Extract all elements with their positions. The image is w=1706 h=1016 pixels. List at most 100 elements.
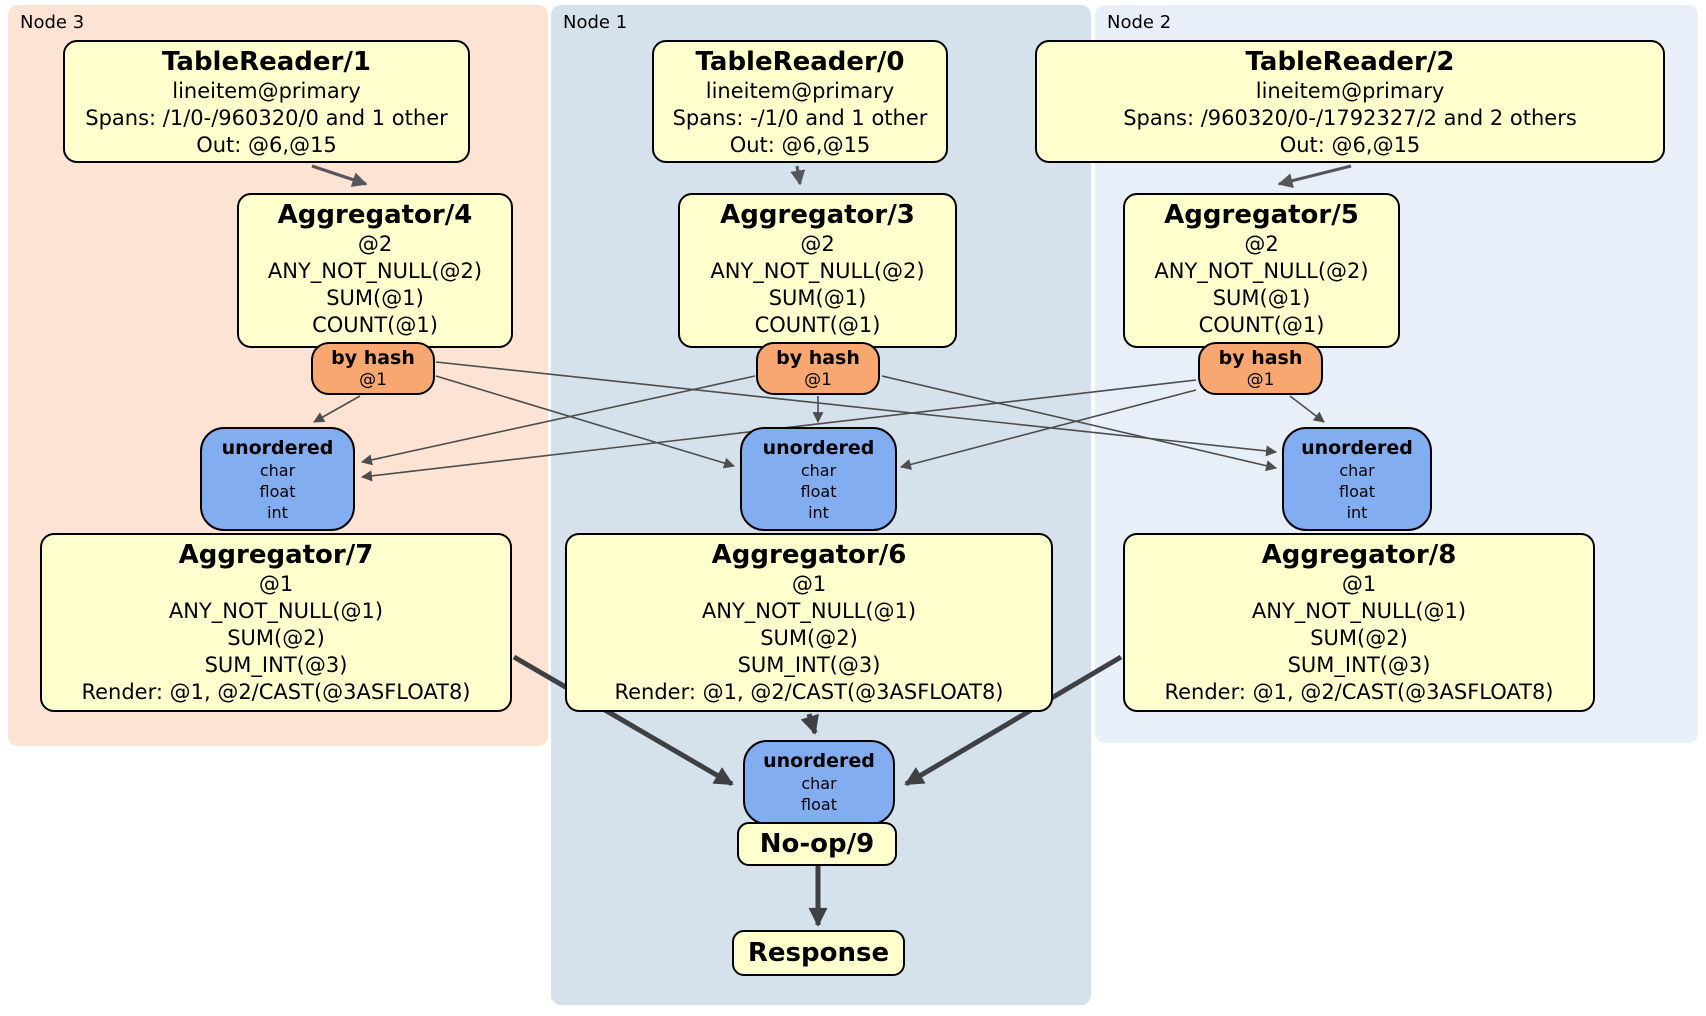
sync-node3-stream: char xyxy=(259,461,296,480)
unordered-sync-final: unordered char float xyxy=(743,740,895,825)
sync-node2-stream: float xyxy=(1339,482,1375,501)
edge-tr1-agg4 xyxy=(311,164,368,187)
sync-node3-stream: float xyxy=(259,482,296,501)
aggregator-5-groupcol: @2 xyxy=(1244,232,1279,256)
aggregator-4-fn1: ANY_NOT_NULL(@2) xyxy=(267,259,483,283)
aggregator-6-title: Aggregator/6 xyxy=(711,540,907,570)
edge-hash2-sync1 xyxy=(899,389,1197,470)
router-node3-detail: @1 xyxy=(359,370,387,390)
aggregator-3-fn2: SUM(@1) xyxy=(768,286,867,310)
response-title: Response xyxy=(747,938,890,968)
tablereader-1-title: TableReader/1 xyxy=(162,47,371,77)
tablereader-1-box: TableReader/1 lineitem@primary Spans: /1… xyxy=(63,40,470,163)
noop-9-box: No-op/9 xyxy=(737,822,897,866)
aggregator-3-groupcol: @2 xyxy=(800,232,835,256)
tablereader-2-index: lineitem@primary xyxy=(1255,79,1445,103)
aggregator-4-title: Aggregator/4 xyxy=(277,200,473,230)
edge-agg7-final xyxy=(512,654,734,787)
sync-node3-title: unordered xyxy=(221,437,334,459)
aggregator-7-box: Aggregator/7 @1 ANY_NOT_NULL(@1) SUM(@2)… xyxy=(40,533,512,712)
aggregator-4-groupcol: @2 xyxy=(357,232,393,256)
aggregator-7-render: Render: @1, @2/CAST(@3ASFLOAT8) xyxy=(81,680,471,704)
sync-node2-title: unordered xyxy=(1301,437,1413,459)
aggregator-5-fn3: COUNT(@1) xyxy=(1198,313,1325,337)
sync-node3-stream: int xyxy=(267,503,288,522)
tablereader-2-box: TableReader/2 lineitem@primary Spans: /9… xyxy=(1035,40,1665,163)
aggregator-7-fn1: ANY_NOT_NULL(@1) xyxy=(168,599,384,623)
aggregator-3-fn1: ANY_NOT_NULL(@2) xyxy=(710,259,925,283)
aggregator-6-box: Aggregator/6 @1 ANY_NOT_NULL(@1) SUM(@2)… xyxy=(565,533,1053,712)
tablereader-0-spans: Spans: -/1/0 and 1 other xyxy=(672,106,928,130)
aggregator-5-fn1: ANY_NOT_NULL(@2) xyxy=(1154,259,1369,283)
edge-hash1-sync2 xyxy=(881,375,1278,472)
aggregator-3-fn3: COUNT(@1) xyxy=(754,313,881,337)
aggregator-3-title: Aggregator/3 xyxy=(720,200,915,230)
node2-label: Node 2 xyxy=(1107,12,1172,33)
sync-node2-stream: int xyxy=(1346,503,1368,522)
node3-label: Node 3 xyxy=(20,12,85,33)
aggregator-4-box: Aggregator/4 @2 ANY_NOT_NULL(@2) SUM(@1)… xyxy=(237,193,513,348)
tablereader-0-index: lineitem@primary xyxy=(705,79,895,103)
tablereader-1-spans: Spans: /1/0-/960320/0 and 1 other xyxy=(85,106,448,130)
sync-final-stream: char xyxy=(801,774,837,793)
edge-hash3-sync3 xyxy=(313,395,361,423)
unordered-sync-node2: unordered char float int xyxy=(1282,427,1432,531)
edge-tr0-agg3 xyxy=(790,165,806,186)
sync-final-stream: float xyxy=(801,795,837,814)
aggregator-8-groupcol: @1 xyxy=(1341,572,1377,596)
aggregator-7-fn2: SUM(@2) xyxy=(227,626,325,650)
aggregator-7-fn3: SUM_INT(@3) xyxy=(204,653,348,677)
tablereader-0-title: TableReader/0 xyxy=(695,47,905,77)
aggregator-6-fn2: SUM(@2) xyxy=(760,626,858,650)
by-hash-router-node3: by hash @1 xyxy=(311,342,435,395)
aggregator-4-fn3: COUNT(@1) xyxy=(312,313,438,337)
aggregator-5-title: Aggregator/5 xyxy=(1164,200,1359,230)
tablereader-0-out: Out: @6,@15 xyxy=(729,133,871,157)
aggregator-8-fn3: SUM_INT(@3) xyxy=(1287,653,1431,677)
by-hash-router-node1: by hash @1 xyxy=(756,342,880,395)
aggregator-8-box: Aggregator/8 @1 ANY_NOT_NULL(@1) SUM(@2)… xyxy=(1123,533,1595,712)
tablereader-1-out: Out: @6,@15 xyxy=(196,133,337,157)
aggregator-6-render: Render: @1, @2/CAST(@3ASFLOAT8) xyxy=(614,680,1004,704)
router-node3-title: by hash xyxy=(331,347,415,369)
aggregator-8-fn1: ANY_NOT_NULL(@1) xyxy=(1251,599,1467,623)
aggregator-8-render: Render: @1, @2/CAST(@3ASFLOAT8) xyxy=(1164,680,1554,704)
tablereader-2-spans: Spans: /960320/0-/1792327/2 and 2 others xyxy=(1123,106,1577,130)
unordered-sync-node3: unordered char float int xyxy=(200,427,355,531)
aggregator-4-fn2: SUM(@1) xyxy=(326,286,424,310)
response-box: Response xyxy=(732,930,905,976)
edge-tr2-agg5 xyxy=(1277,164,1352,189)
aggregator-5-box: Aggregator/5 @2 ANY_NOT_NULL(@2) SUM(@1)… xyxy=(1123,193,1400,348)
sync-node1-stream: char xyxy=(800,461,837,480)
tablereader-1-index: lineitem@primary xyxy=(172,79,361,103)
tablereader-2-title: TableReader/2 xyxy=(1245,47,1455,77)
router-node1-title: by hash xyxy=(776,347,860,369)
aggregator-6-fn3: SUM_INT(@3) xyxy=(737,653,881,677)
edge-hash1-sync3 xyxy=(360,375,756,466)
aggregator-7-title: Aggregator/7 xyxy=(178,540,374,570)
node1-label: Node 1 xyxy=(563,12,628,33)
aggregator-6-groupcol: @1 xyxy=(791,572,827,596)
aggregator-7-groupcol: @1 xyxy=(258,572,294,596)
sync-node1-stream: float xyxy=(800,482,837,501)
edge-hash2-sync2 xyxy=(1289,395,1325,423)
sync-node1-title: unordered xyxy=(762,437,875,459)
tablereader-2-out: Out: @6,@15 xyxy=(1279,133,1421,157)
sync-final-title: unordered xyxy=(763,750,875,772)
aggregator-6-fn1: ANY_NOT_NULL(@1) xyxy=(701,599,917,623)
aggregator-5-fn2: SUM(@1) xyxy=(1212,286,1311,310)
edge-hash3-sync1 xyxy=(435,375,736,469)
aggregator-8-title: Aggregator/8 xyxy=(1261,540,1457,570)
sync-node1-stream: int xyxy=(808,503,829,522)
noop-9-title: No-op/9 xyxy=(759,829,875,859)
router-node1-detail: @1 xyxy=(804,370,832,390)
router-node2-detail: @1 xyxy=(1246,370,1275,390)
aggregator-8-fn2: SUM(@2) xyxy=(1310,626,1408,650)
by-hash-router-node2: by hash @1 xyxy=(1198,342,1323,395)
router-node2-title: by hash xyxy=(1218,347,1303,369)
aggregator-3-box: Aggregator/3 @2 ANY_NOT_NULL(@2) SUM(@1)… xyxy=(678,193,957,348)
tablereader-0-box: TableReader/0 lineitem@primary Spans: -/… xyxy=(652,40,948,163)
sync-node2-stream: char xyxy=(1339,461,1375,480)
edge-agg6-final xyxy=(800,713,819,735)
